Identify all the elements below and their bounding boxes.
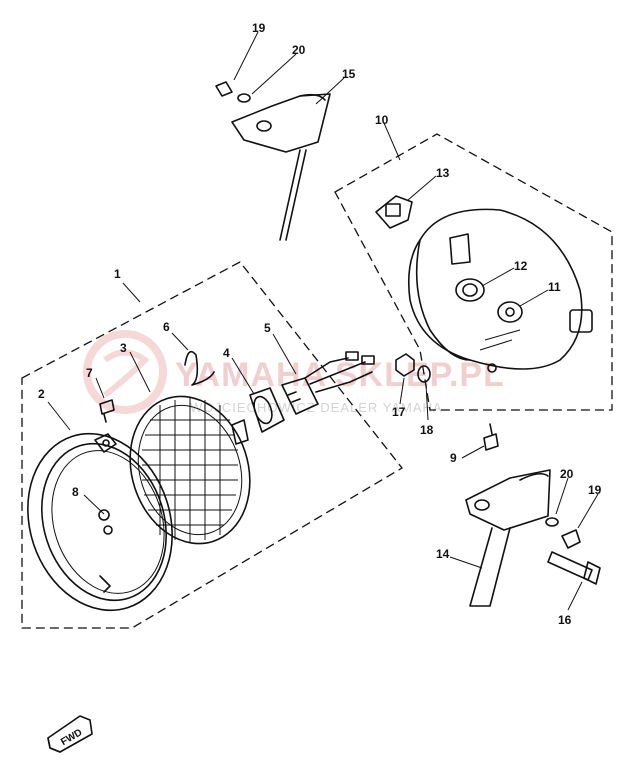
callout-3: 3 xyxy=(120,341,127,355)
callout-15: 15 xyxy=(342,67,356,81)
callout-19-top: 19 xyxy=(252,21,266,35)
bolt-16 xyxy=(547,551,601,585)
bolt-19-top xyxy=(215,81,233,97)
callout-12: 12 xyxy=(514,259,528,273)
lens-unit xyxy=(129,395,251,545)
stay-15 xyxy=(231,93,331,241)
callout-8: 8 xyxy=(72,485,79,499)
callout-4: 4 xyxy=(223,346,230,360)
bolt-19-bottom xyxy=(561,529,581,549)
watermark-brand-tail: SKLEP.PL xyxy=(335,356,505,394)
spring-6 xyxy=(184,350,215,386)
callout-17: 17 xyxy=(392,405,406,419)
callout-16: 16 xyxy=(558,613,572,627)
headlight-housing xyxy=(407,208,593,373)
screw-7 xyxy=(99,399,115,423)
grommet-12 xyxy=(455,278,485,302)
washer-20-bottom xyxy=(545,517,559,527)
callout-11: 11 xyxy=(548,280,561,294)
grommet-13 xyxy=(375,195,413,229)
callout-18: 18 xyxy=(420,423,434,437)
washer-18 xyxy=(417,365,431,383)
callouts: 1 2 3 4 5 6 7 8 9 10 11 12 13 14 15 16 1… xyxy=(38,21,602,627)
callout-20-bottom: 20 xyxy=(560,467,574,481)
callout-10: 10 xyxy=(375,113,389,127)
stay-14 xyxy=(465,469,551,607)
nut-17 xyxy=(395,353,415,377)
callout-20-top: 20 xyxy=(292,43,306,57)
fwd-arrow-icon: FWD xyxy=(47,715,93,753)
screw-9 xyxy=(483,423,499,451)
group-1-boundary xyxy=(21,261,403,629)
callout-6: 6 xyxy=(163,320,170,334)
group-10-boundary xyxy=(334,133,613,411)
callout-19-bottom: 19 xyxy=(588,483,602,497)
leader-lines xyxy=(47,31,599,611)
callout-2: 2 xyxy=(38,387,45,401)
callout-13: 13 xyxy=(436,166,450,180)
socket-cord xyxy=(281,351,375,415)
grommet-11 xyxy=(497,301,523,323)
headlight-rim xyxy=(27,432,173,612)
callout-1: 1 xyxy=(114,267,121,281)
callout-9: 9 xyxy=(450,451,457,465)
bulb xyxy=(249,387,285,433)
callout-7: 7 xyxy=(86,366,93,380)
washer-20-top xyxy=(237,93,251,103)
callout-14: 14 xyxy=(436,547,450,561)
callout-5: 5 xyxy=(264,321,271,335)
